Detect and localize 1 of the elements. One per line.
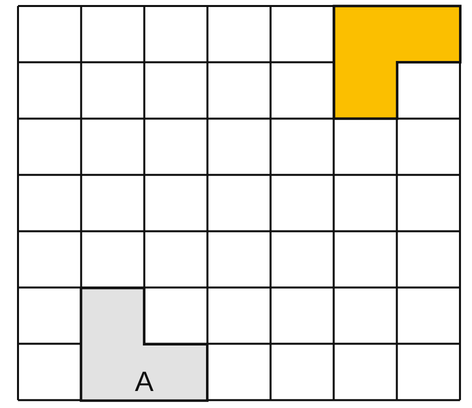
shape-label: A — [134, 366, 154, 398]
